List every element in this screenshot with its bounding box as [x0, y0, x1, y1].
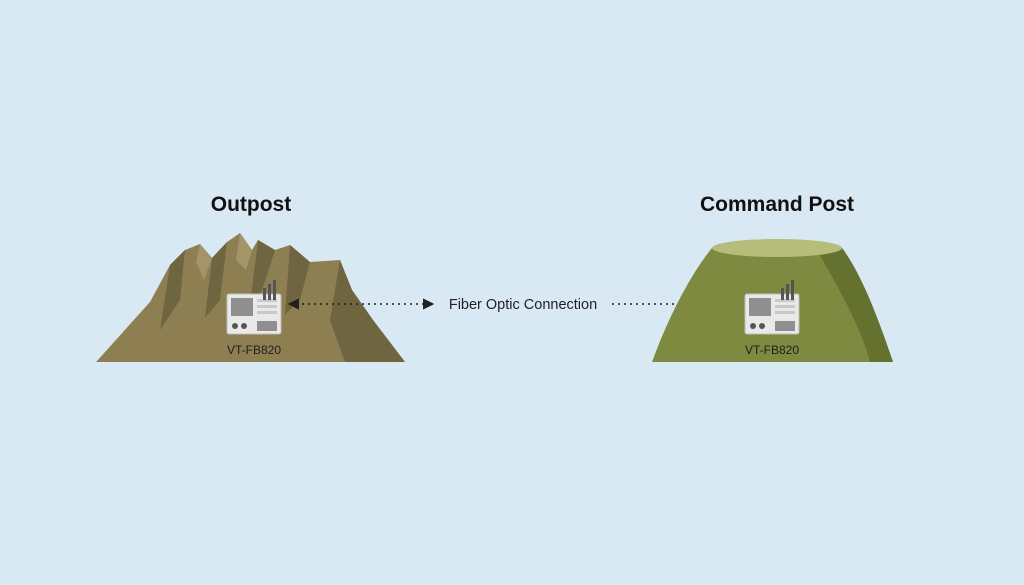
- antenna-icon: [263, 280, 276, 300]
- outpost-device: VT-FB820: [226, 280, 282, 357]
- command-post-site: Command Post: [652, 193, 893, 362]
- connection-label: Fiber Optic Connection: [449, 297, 597, 313]
- outpost-title: Outpost: [211, 193, 291, 216]
- radio-transceiver-icon: [744, 293, 800, 335]
- outpost-device-label: VT-FB820: [227, 343, 281, 357]
- antenna-icon: [781, 280, 794, 300]
- command-post-title: Command Post: [700, 193, 854, 216]
- radio-transceiver-icon: [226, 293, 282, 335]
- command-post-device: VT-FB820: [744, 280, 800, 357]
- outpost-site: Outpost: [96, 193, 405, 362]
- command-post-device-label: VT-FB820: [745, 343, 799, 357]
